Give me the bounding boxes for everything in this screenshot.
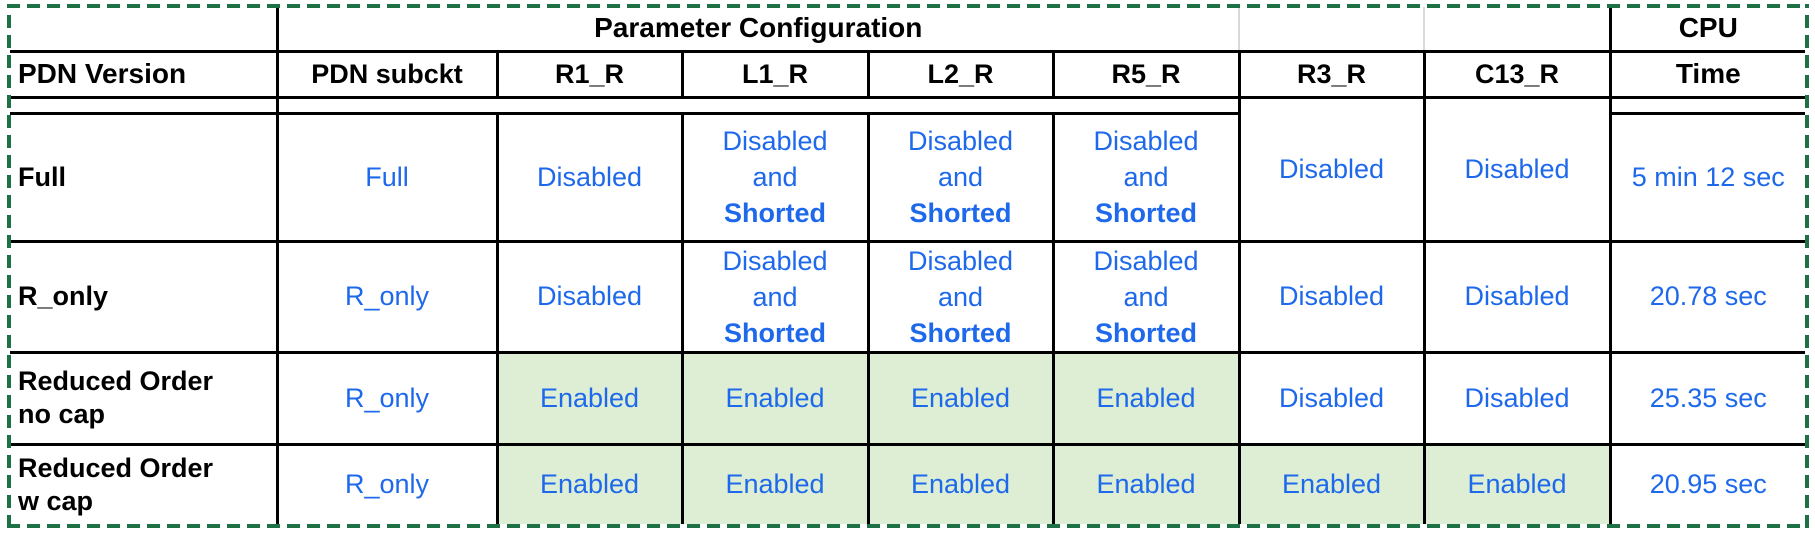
cell-nc-r3: Disabled [1239,352,1426,446]
cell-ronly-l2: Disabled and Shorted [868,241,1055,354]
col-header-c13-r: C13_R [1424,51,1612,99]
cell-ronly-c13: Disabled [1424,241,1612,354]
cell-ronly-r5: Disabled and Shorted [1053,241,1241,354]
cell-line-shorted: Shorted [1095,198,1198,228]
cell-full-cpu-time: 5 min 12 sec [1610,113,1806,243]
cell-full-r5: Disabled and Shorted [1053,113,1241,243]
row-label-reduced-order-w-cap: Reduced Order w cap [10,444,279,524]
cell-line: Disabled [907,126,1014,156]
cell-line: and [1123,162,1169,192]
cell-nc-l1: Enabled [682,352,870,446]
cell-full-r1: Disabled [497,113,684,243]
cell-line: Disabled [722,126,828,156]
cell-line-shorted: Shorted [909,198,1012,228]
row-label-r-only: R_only [10,241,279,354]
cell-line: and [937,281,984,312]
cell-nc-l2: Enabled [868,352,1055,446]
cell-ronly-subckt: R_only [277,241,499,354]
cell-full-c13: Disabled [1424,97,1612,243]
cell-line-shorted: Shorted [723,198,826,228]
row-reduced-order-no-cap: Reduced Order no cap R_only Enabled Enab… [10,352,1806,446]
row-full: Full Full Disabled Disabled and Shorted … [10,113,1806,243]
col-header-pdn-version: PDN Version [10,51,279,99]
cell-wc-l1: Enabled [682,444,870,524]
dashed-border-left [7,4,11,528]
col-header-pdn-subckt: PDN subckt [277,51,499,99]
cell-line-shorted: Shorted [1095,317,1198,348]
dashed-border-right [1805,4,1810,528]
corner-cell [10,7,279,53]
group-header-spacer-2 [1424,7,1612,53]
cell-ronly-l1: Disabled and Shorted [682,241,870,354]
row-reduced-order-w-cap: Reduced Order w cap R_only Enabled Enabl… [10,444,1805,524]
cell-line: Disabled [907,245,1014,276]
cell-line: Disabled [1093,126,1199,156]
cpu-header-line2: Time [1610,51,1806,99]
cell-line: and [752,281,798,312]
cell-line: and [752,162,798,192]
spacer-cell-right [1610,97,1806,115]
cell-line: Disabled [1093,245,1199,276]
cell-wc-r3: Enabled [1239,444,1426,524]
print-area-frame: Parameter Configuration CPU PDN Version … [7,4,1810,528]
col-header-r5-r: R5_R [1053,51,1241,99]
cell-wc-cpu-time: 20.95 sec [1649,469,1767,500]
cell-wc-c13: Enabled [1424,444,1612,524]
cell-line-shorted: Shorted [909,317,1012,348]
row-label-reduced-order-no-cap: Reduced Order no cap [10,352,279,446]
spacer-cell-left [10,97,279,115]
pdn-comparison-table: Parameter Configuration CPU PDN Version … [10,7,1806,524]
cell-line: and [1123,281,1169,312]
cell-wc-subckt: R_only [277,444,499,524]
label-line: Reduced Order [18,366,214,396]
cell-line: Disabled [722,245,828,276]
group-header-row: Parameter Configuration CPU [10,7,1806,53]
row-r-only: R_only R_only Disabled Disabled and Shor… [10,241,1806,354]
cell-line-shorted: Shorted [723,317,826,348]
col-header-r3-r: R3_R [1239,51,1426,99]
col-header-r1-r: R1_R [497,51,684,99]
cell-nc-r5: Enabled [1053,352,1241,446]
cell-ronly-cpu-time: 20.78 sec [1610,241,1806,354]
label-line: no cap [18,399,106,429]
cell-full-l2: Disabled and Shorted [868,113,1055,243]
group-header-parameter-configuration: Parameter Configuration [277,7,1241,53]
cell-full-subckt: Full [277,113,499,243]
cell-ronly-r1: Disabled [497,241,684,354]
dashed-border-top [7,4,1810,8]
column-header-row: PDN Version PDN subckt R1_R L1_R L2_R R5… [10,51,1806,99]
spacer-cell-middle [277,97,1241,115]
cell-nc-subckt: R_only [277,352,499,446]
col-header-l2-r: L2_R [868,51,1055,99]
cell-nc-c13: Disabled [1424,352,1612,446]
label-line: Reduced Order [18,452,214,483]
label-line: w cap [18,485,94,516]
cell-nc-r1: Enabled [497,352,684,446]
cpu-header-line1: CPU [1610,7,1806,53]
cell-wc-l2: Enabled [868,444,1055,524]
cell-full-r3: Disabled [1239,97,1426,243]
cell-nc-cpu-time: 25.35 sec [1610,352,1806,446]
row-label-full: Full [10,113,279,243]
cell-ronly-r3: Disabled [1239,241,1426,354]
cell-wc-r1: Enabled [497,444,684,524]
spacer-row: Disabled Disabled [10,97,1806,243]
cell-line: and [937,162,984,192]
group-header-spacer-1 [1239,7,1426,53]
cell-full-l1: Disabled and Shorted [682,113,870,243]
col-header-l1-r: L1_R [682,51,870,99]
cell-wc-r5: Enabled [1053,444,1241,524]
dashed-border-bottom [7,524,1810,528]
